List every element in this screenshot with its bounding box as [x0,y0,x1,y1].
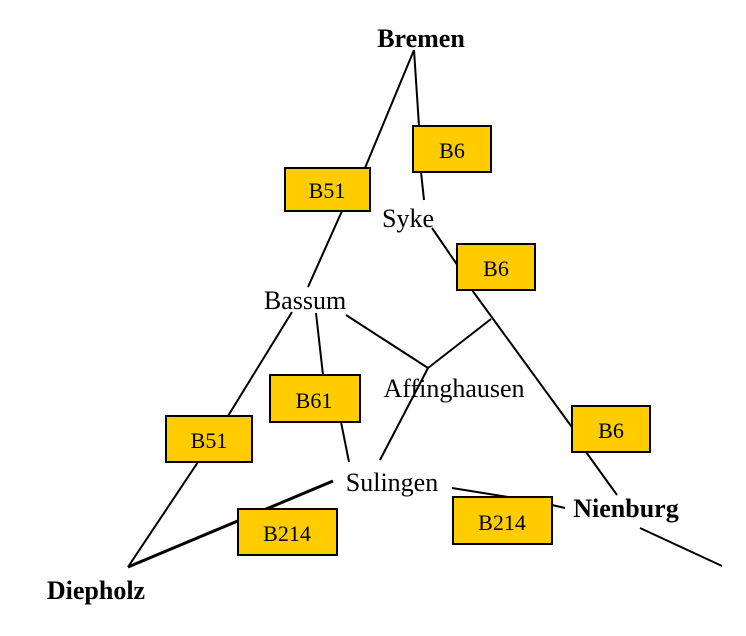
road-label-b61: B61 [269,374,361,423]
edge-b6-syke [420,171,425,201]
edge-b51-diepholz [127,461,199,568]
road-label-text: B6 [483,256,509,281]
edge-b214-nienburg [551,504,566,509]
road-label-text: B214 [263,521,311,546]
city-syke: Syke [382,204,434,233]
edge-b6-b6 [471,289,575,431]
edge-affinghausen-b6 [427,318,492,369]
edge-bremen-b51 [364,49,415,169]
city-sulingen: Sulingen [346,468,438,497]
edge-b61-sulingen [340,421,350,463]
road-label-b6-middle: B6 [456,243,536,291]
edge-syke-b6 [431,227,459,267]
road-label-b51-south: B51 [165,415,253,463]
edge-b6-nienburg [585,451,618,496]
city-bremen: Bremen [377,24,465,53]
road-label-text: B61 [296,388,333,413]
road-label-b6-north: B6 [412,125,492,173]
road-label-text: B214 [478,510,526,535]
connections [127,49,723,569]
edge-bassum-b61 [315,312,324,376]
edge-sulingen-b214 [451,487,509,498]
edge-bassum-affinghausen [345,314,429,369]
city-bassum: Bassum [264,286,346,315]
road-label-text: B51 [309,178,346,203]
edge-b51-bassum [307,210,343,288]
edge-affinghausen-sulingen [379,367,429,461]
city-nienburg: Nienburg [573,494,678,523]
road-label-text: B6 [439,138,465,163]
city-affinghausen: Affinghausen [383,374,524,403]
road-label-text: B6 [598,418,624,443]
road-label-text: B51 [191,428,228,453]
edge-nienburg-outbound [639,527,723,567]
road-label-b51-north: B51 [284,167,371,212]
road-label-b6-south: B6 [571,405,651,453]
city-diepholz: Diepholz [47,576,145,605]
edge-bassum-b51 [227,311,293,417]
road-label-b214-west: B214 [237,508,338,556]
edge-bremen-b6 [413,49,420,127]
edge-diepholz-sulingen [127,479,334,569]
road-label-b214-east: B214 [452,496,553,545]
